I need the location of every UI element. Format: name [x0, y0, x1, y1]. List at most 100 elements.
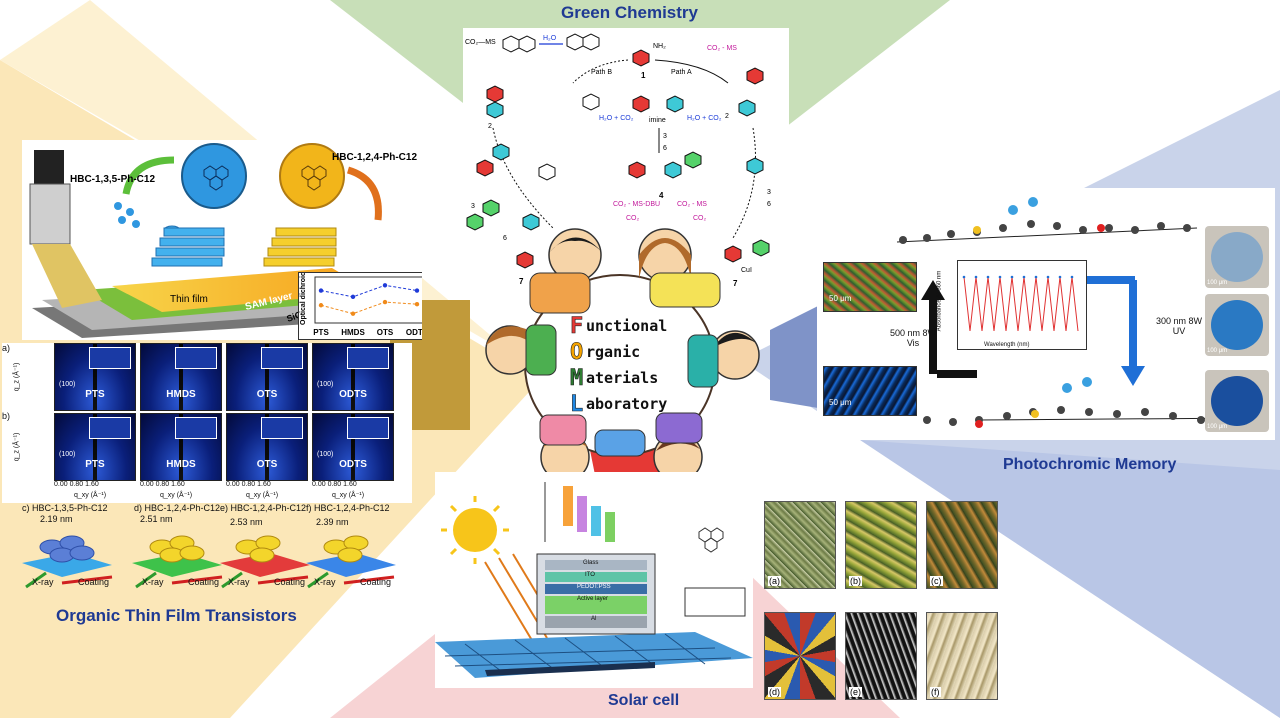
logo-word-materials: aterials — [586, 369, 658, 387]
film-1-scale: 100 μm — [1207, 280, 1228, 286]
stack-pedot: PEDOT:PSS — [577, 584, 611, 590]
chart-frame — [314, 276, 422, 324]
otft-schematic: HBC-1,3,5-Ph-C12 HBC-1,2,4-Ph-C12 Thin f… — [22, 140, 422, 340]
film-thumb-2: 100 μm — [1205, 294, 1269, 356]
svg-text:7: 7 — [733, 279, 738, 288]
logo-letter-l: L — [570, 392, 583, 417]
xrd-odts-b: (100)ODTS — [312, 413, 394, 481]
logo-letter-f: F — [570, 314, 583, 339]
stack-glass: Glass — [583, 560, 599, 566]
svg-text:2: 2 — [488, 123, 492, 130]
blue-wedge-lower — [860, 440, 1280, 718]
absorbance-zigzag — [962, 275, 1079, 332]
svg-text:6: 6 — [503, 235, 507, 242]
dichroic-chart-svg: PTSHMDSOTSODTSOptical dichroic ratio — [300, 255, 422, 337]
xrd-hmds-a: HMDS — [140, 343, 222, 411]
series-line-1 — [320, 301, 418, 315]
photochromic-panel: 50 μm 50 μm 500 nm 8W Vis 300 nm 8W UV W… — [817, 188, 1275, 440]
packing-art — [22, 535, 396, 589]
photochromic-title: Photochromic Memory — [1003, 456, 1177, 473]
data-point-0-0 — [318, 288, 324, 293]
tick-label-1: HMDS — [341, 328, 365, 337]
xray-label-1: X-ray — [32, 577, 54, 587]
data-point-0-3 — [414, 288, 420, 293]
model-c-label: c) HBC-1,3,5-Ph-C12 — [22, 503, 108, 513]
svg-text:1: 1 — [641, 71, 646, 80]
series-line-0 — [320, 284, 418, 298]
slate-arrow — [770, 300, 830, 410]
svg-text:3: 3 — [471, 203, 475, 210]
xrd-ots-b: OTS — [226, 413, 308, 481]
hbc124-label: HBC-1,2,4-Ph-C12 — [332, 152, 417, 163]
xrd-odts-a: (100)ODTS — [312, 343, 394, 411]
child-blue-shirt — [594, 429, 646, 457]
stack-active: Active layer — [577, 596, 609, 602]
qxy-axis-label-2: q_xy (Å⁻¹) — [160, 492, 193, 499]
vis-crystal-image — [823, 262, 917, 312]
xrd-x-ticks-1: 0.00 0.80 1.60 — [54, 481, 99, 488]
xrd-grid: a) b) q_z (Å⁻¹) q_z (Å⁻¹) (100)PTS HMDS … — [2, 343, 412, 503]
hbc124-molecule — [279, 143, 345, 209]
pom-texture-a: (a) — [764, 501, 836, 589]
absorbance-y-label: Absorbance At 860 nm — [936, 270, 943, 332]
solar-art — [435, 482, 753, 678]
coating-label-4: Coating — [360, 577, 392, 587]
film-2-scale: 100 μm — [1207, 348, 1228, 354]
film-thumb-1: 100 μm — [1205, 226, 1269, 288]
hbc135-molecule — [181, 143, 247, 209]
film-thumb-3: 100 μm — [1205, 370, 1269, 432]
child-pink-shirt — [539, 414, 587, 446]
tick-label-2: OTS — [377, 328, 394, 337]
child-yellow-shirt — [649, 272, 721, 308]
child-purple-shirt — [655, 412, 703, 444]
data-point-0-1 — [350, 294, 356, 300]
logo-word-laboratory: aboratory — [586, 395, 667, 413]
fom-lab-logo: F unctional O rganic M aterials L aborat… — [470, 225, 770, 495]
otft-title: Organic Thin Film Transistors — [56, 606, 297, 625]
film-3-disc — [1211, 376, 1263, 426]
model-c-d: 2.19 nm — [40, 514, 73, 524]
thin-film-label: Thin film — [170, 294, 208, 305]
svg-text:Path A: Path A — [671, 69, 692, 76]
qxy-axis-label-4: q_xy (Å⁻¹) — [332, 492, 365, 499]
film-3-scale: 100 μm — [1207, 424, 1228, 430]
xray-label-3: X-ray — [228, 577, 250, 587]
xray-label-2: X-ray — [142, 577, 164, 587]
logo-letter-m: M — [570, 366, 583, 391]
uv-scale: 50 μm — [829, 398, 852, 407]
pom-texture-b: (b) — [845, 501, 917, 589]
xrd-row-a-label: a) — [2, 343, 11, 353]
green-chemistry-title: Green Chemistry — [561, 3, 698, 22]
svg-text:3: 3 — [767, 189, 771, 196]
xrd-hmds-b: HMDS — [140, 413, 222, 481]
data-point-1-2 — [382, 299, 388, 305]
model-f-d: 2.39 nm — [316, 517, 349, 527]
data-point-1-3 — [414, 302, 420, 307]
xrd-x-ticks-2: 0.00 0.80 1.60 — [140, 481, 185, 488]
model-e-d: 2.53 nm — [230, 517, 263, 527]
data-point-1-0 — [318, 303, 324, 308]
model-d-d: 2.51 nm — [140, 514, 173, 524]
coating-label-2: Coating — [188, 577, 220, 587]
pom-texture-d: (d) — [764, 612, 836, 700]
stack-al: Al — [591, 616, 597, 622]
xrd-pts-b: (100)PTS — [54, 413, 136, 481]
data-point-1-1 — [350, 311, 356, 316]
model-f-label: f) HBC-1,2,4-Ph-C12 — [306, 503, 390, 513]
sun — [453, 508, 497, 552]
green-chemistry-panel: CO₂—MS H₂O NH₂ 1 CO₂ - MS Path B Path A … — [463, 28, 789, 290]
qz-axis-label-b: q_z (Å⁻¹) — [13, 432, 21, 462]
uv-crystal-image — [823, 366, 917, 416]
film-2-disc — [1211, 300, 1263, 350]
dichroic-ratio-chart: PTSHMDSOTSODTSOptical dichroic ratio — [298, 255, 422, 340]
pom-texture-e: (e) — [845, 612, 917, 700]
svg-text:7: 7 — [519, 277, 524, 286]
photochromic-art — [896, 197, 1258, 428]
svg-text:CO₂ - MS-DBU: CO₂ - MS-DBU — [613, 201, 660, 208]
model-e-label: e) HBC-1,2,4-Ph-C12 — [220, 503, 307, 513]
pom-texture-c: (c) — [926, 501, 998, 589]
xrd-ots-a: OTS — [226, 343, 308, 411]
svg-text:H₂O + CO₂: H₂O + CO₂ — [599, 115, 634, 122]
model-d-label: d) HBC-1,2,4-Ph-C12 — [134, 503, 221, 513]
child-teal-shirt — [687, 334, 719, 388]
